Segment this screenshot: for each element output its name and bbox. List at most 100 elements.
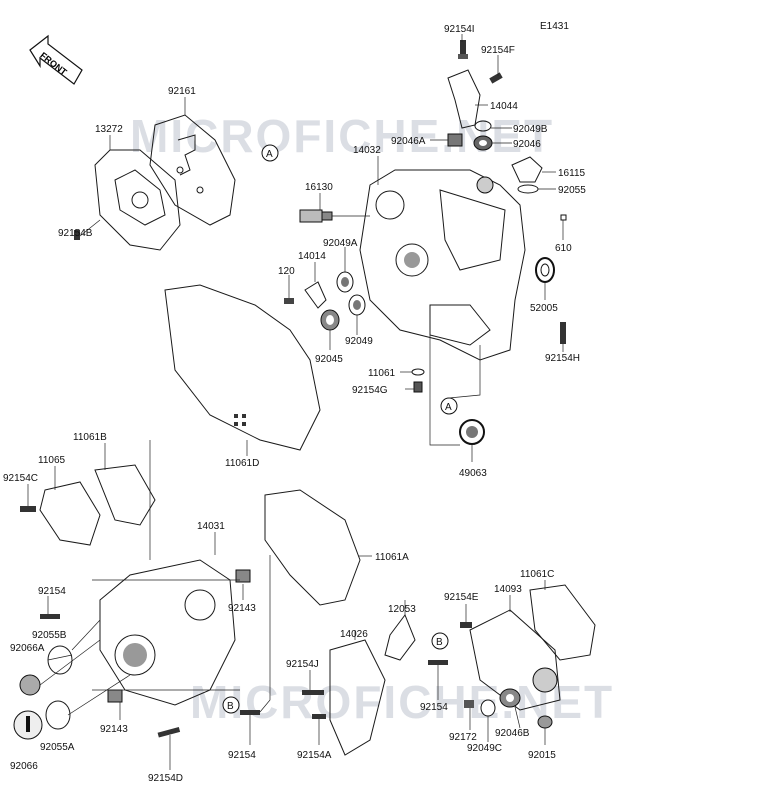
cover-plate-13272: [94, 149, 181, 251]
bolt-92154g: [413, 381, 423, 393]
clutch-cover-14031: [99, 559, 236, 706]
bolt-92154h: [560, 322, 566, 344]
gasket-11061a: [264, 489, 361, 606]
part-label-14032: 14032: [353, 145, 381, 156]
callout-b-right: B: [431, 632, 449, 650]
part-label-11061: 11061: [368, 368, 396, 379]
bolt-92154-mid: [428, 660, 448, 665]
part-label-11061d: 11061D: [225, 458, 259, 469]
svg-text:A: A: [445, 402, 452, 413]
seal-92049: [348, 294, 366, 316]
part-label-92049a: 92049A: [323, 238, 358, 249]
part-label-92046b: 92046B: [495, 728, 530, 739]
bolt-120: [284, 298, 294, 304]
bearing-92046b: [499, 688, 521, 708]
plug-92066a: [19, 674, 41, 696]
gasket-11061d: [164, 284, 321, 451]
bolt-92154a: [312, 714, 326, 719]
part-label-92154-mid: 92154: [420, 702, 448, 713]
cap-11065: [39, 481, 101, 546]
part-label-14044: 14044: [490, 101, 518, 112]
front-arrow-icon: FRONT: [29, 34, 83, 85]
seal-92049b: [474, 120, 492, 132]
part-label-16115: 16115: [558, 168, 586, 179]
diagram-code: E1431: [540, 21, 569, 32]
bearing-92046: [473, 135, 493, 151]
seal-49063: [459, 419, 485, 445]
seal-52005: [535, 257, 555, 283]
part-label-92143-lower: 92143: [100, 724, 128, 735]
part-label-92049: 92049: [345, 336, 373, 347]
part-label-92154a: 92154A: [297, 750, 332, 761]
bolt-92154e: [460, 622, 472, 628]
bolt-92154f: [489, 72, 503, 84]
bolt-92154i: [458, 40, 468, 59]
part-label-92055: 92055: [558, 185, 586, 196]
seal-92049c: [480, 699, 496, 717]
oil-cap-16115: [511, 156, 543, 183]
shield-plate-92161: [149, 114, 236, 226]
bolt-92154-lower: [240, 710, 260, 715]
part-label-92154b: 92154B: [58, 228, 93, 239]
bolt-92154b: [74, 230, 80, 240]
plug-92066: [13, 710, 43, 740]
leader-lines: [27, 34, 564, 770]
part-label-92049c: 92049C: [467, 743, 502, 754]
svg-text:B: B: [436, 637, 443, 648]
crankcase-cover-14032: [359, 169, 526, 361]
part-label-610: 610: [555, 243, 572, 254]
bearing-92046a: [447, 133, 463, 147]
svg-text:B: B: [227, 701, 234, 712]
o-ring-92055: [517, 184, 539, 194]
part-label-14014: 14014: [298, 251, 326, 262]
part-label-92154j: 92154J: [286, 659, 319, 670]
o-ring-92055a: [45, 700, 71, 730]
lever-14014: [304, 281, 327, 309]
part-label-92055a: 92055A: [40, 742, 75, 753]
part-label-92154d: 92154D: [148, 773, 183, 784]
part-label-92161: 92161: [168, 86, 196, 97]
seal-92049a: [336, 271, 354, 293]
part-label-92049b: 92049B: [513, 124, 548, 135]
part-label-11061b: 11061B: [73, 432, 107, 443]
bolt-92154-left: [40, 614, 60, 619]
bolt-92154d: [157, 726, 181, 738]
part-label-92154g: 92154G: [352, 385, 388, 396]
cover-14026: [329, 639, 386, 756]
part-labels: 92154I 92154F 14044 92049B 92046A 92046 …: [3, 24, 586, 784]
part-label-12053: 12053: [388, 604, 416, 615]
part-label-14031: 14031: [197, 521, 225, 532]
part-label-16130: 16130: [305, 182, 333, 193]
bolt-92154c: [20, 506, 36, 512]
part-label-92154e: 92154E: [444, 592, 479, 603]
part-label-92055b: 92055B: [32, 630, 67, 641]
bearing-92045: [320, 309, 340, 331]
part-label-92045: 92045: [315, 354, 343, 365]
bracket-12053: [384, 613, 416, 661]
callout-a-lower: A: [440, 397, 458, 415]
bolt-92172: [464, 700, 474, 708]
part-label-92172: 92172: [449, 732, 477, 743]
part-label-49063: 49063: [459, 468, 487, 479]
callout-a-upper: A: [261, 144, 279, 162]
washer-11061: [411, 368, 425, 376]
part-label-14026: 14026: [340, 629, 368, 640]
gasket-11061c: [529, 584, 596, 661]
part-label-11061c: 11061C: [520, 569, 554, 580]
pin-610: [560, 214, 567, 221]
plug-92143-lower: [107, 689, 123, 703]
part-label-92154c: 92154C: [3, 473, 38, 484]
part-label-92066: 92066: [10, 761, 38, 772]
callout-b-left: B: [222, 696, 240, 714]
part-label-14093: 14093: [494, 584, 522, 595]
plug-16130: [299, 209, 333, 223]
part-label-11065: 11065: [38, 455, 66, 466]
gasket-11061b: [94, 464, 156, 526]
part-label-120: 120: [278, 266, 295, 277]
part-label-92154i: 92154I: [444, 24, 475, 35]
part-label-92154-left: 92154: [38, 586, 66, 597]
part-label-92154h: 92154H: [545, 353, 580, 364]
part-label-52005: 52005: [530, 303, 558, 314]
bolt-92154j: [302, 690, 324, 695]
